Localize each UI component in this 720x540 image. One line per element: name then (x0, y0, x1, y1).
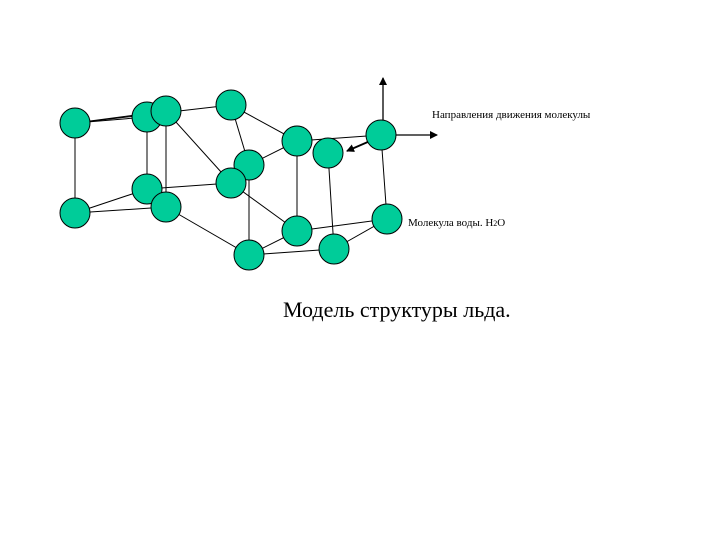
water-molecule-node (215, 89, 247, 121)
diagram-caption: Модель структуры льда. (283, 297, 511, 322)
molecule-label: Молекула воды. H2O (408, 217, 505, 229)
molecule-label-suffix: O (497, 217, 506, 229)
water-molecule-node (371, 203, 403, 235)
molecule-label-text: Молекула воды. H (408, 217, 494, 229)
water-molecule-node (59, 107, 91, 139)
water-molecule-node (59, 197, 91, 229)
water-molecule-node (131, 173, 163, 205)
molecule-label-subscript: 2 (493, 219, 498, 228)
water-molecule-node (281, 125, 313, 157)
water-molecule-node (365, 119, 397, 151)
bond-line (165, 110, 232, 184)
water-molecule-node (233, 239, 265, 271)
water-molecule-node (150, 95, 182, 127)
water-molecule-node (312, 137, 344, 169)
bond-line (327, 152, 335, 250)
water-molecule-node (215, 167, 247, 199)
water-molecules (59, 89, 403, 271)
bond-line (165, 206, 250, 256)
water-molecule-node (150, 191, 182, 223)
water-molecule-node (281, 215, 313, 247)
direction-label: Направления движения молекулы (432, 109, 591, 121)
water-molecule-node (318, 233, 350, 265)
